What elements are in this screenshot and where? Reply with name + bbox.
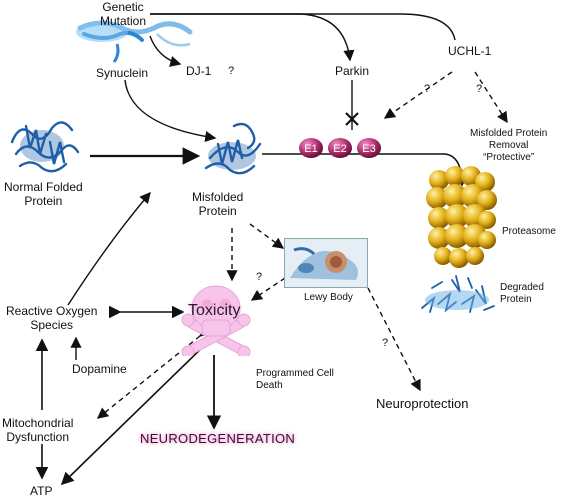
mito-label: Mitochondrial Dysfunction xyxy=(2,416,74,444)
synuclein-to-dj1-arrow xyxy=(149,35,182,67)
e2-enzyme xyxy=(328,138,352,158)
lewy-question-mark: ? xyxy=(256,271,263,283)
genetic-mutation-label: Genetic Mutation xyxy=(100,0,147,28)
parkin-label: Parkin xyxy=(335,64,370,78)
dj1-question-mark: ? xyxy=(228,65,235,77)
neurodegeneration-label: NEURODEGENERATION xyxy=(140,431,296,446)
toxicity-label: Toxicity xyxy=(188,302,241,319)
neuroprotection-label: Neuroprotection xyxy=(376,396,469,411)
uchl1-label: UCHL-1 xyxy=(448,44,492,58)
lewy-to-toxicity-dashed xyxy=(250,277,286,301)
ros-label: Reactive Oxygen Species xyxy=(6,304,98,332)
programmed-death-label: Programmed Cell Death xyxy=(256,368,334,391)
e3-enzyme xyxy=(357,138,381,158)
dj1-label: DJ-1 xyxy=(186,64,212,78)
uchl1-question-right: ? xyxy=(476,83,483,95)
mutation-to-uchl1-line xyxy=(150,13,456,41)
misfolded-label: Misfolded Protein xyxy=(192,190,244,218)
proteasome-structure xyxy=(426,166,497,268)
synuclein-to-misfolded-arrow xyxy=(124,79,217,143)
mutation-to-parkin-arrow xyxy=(150,13,355,62)
normal-protein-structure xyxy=(10,121,80,173)
parkin-inhibit-x xyxy=(345,112,359,126)
e2-label: E2 xyxy=(333,143,346,155)
e1-enzyme xyxy=(299,138,323,158)
lewy-body-micrograph xyxy=(284,238,368,288)
proteasome-label: Proteasome xyxy=(502,226,556,237)
normal-folded-label: Normal Folded Protein xyxy=(4,180,83,208)
degraded-protein-label: Degraded Protein xyxy=(500,282,544,305)
uchl1-to-e3-dashed xyxy=(383,71,453,119)
neuroprotection-question-mark: ? xyxy=(382,337,389,349)
degraded-protein-fragments xyxy=(421,275,495,313)
misfolded-removal-label: Misfolded Protein Removal “Protective” xyxy=(470,128,548,163)
ubiquitin-enzymes: E1 E2 E3 xyxy=(299,138,381,158)
misfolded-to-lewy-dashed xyxy=(249,223,285,249)
skull-crossbones-icon xyxy=(181,285,251,356)
uchl1-question-left: ? xyxy=(424,83,431,95)
ros-to-normal-arrow xyxy=(67,191,151,306)
atp-label: ATP xyxy=(30,484,53,498)
mutation-protein-structure xyxy=(76,20,193,63)
toxicity-atp-double-arrow xyxy=(60,327,223,486)
lewy-body-label: Lewy Body xyxy=(304,292,353,303)
lewy-to-neuroprotection-dashed xyxy=(367,287,421,392)
misfolded-protein-structure xyxy=(204,122,262,175)
uchl1-to-removal-dashed xyxy=(474,71,508,124)
e3-label: E3 xyxy=(362,143,375,155)
e1-label: E1 xyxy=(304,143,317,155)
dopamine-label: Dopamine xyxy=(72,362,127,376)
synuclein-label: Synuclein xyxy=(96,66,149,80)
